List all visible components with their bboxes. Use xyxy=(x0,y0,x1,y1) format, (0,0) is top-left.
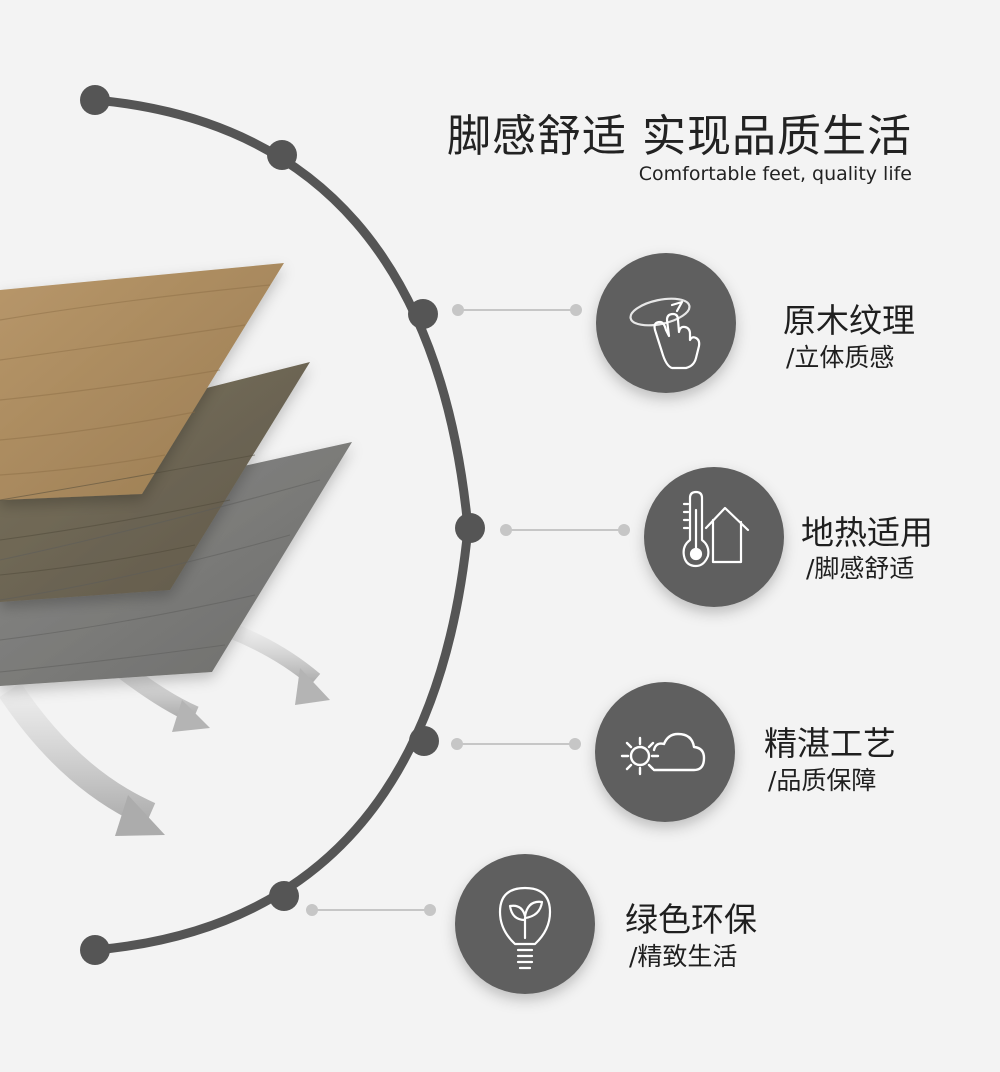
feature-title-2: 地热适用 xyxy=(801,513,933,552)
thermometer-house-icon xyxy=(682,490,750,568)
feature-subtitle-3: /品质保障 xyxy=(768,766,877,795)
gear-cloud-icon xyxy=(620,732,706,776)
page-title: 脚感舒适 实现品质生活 xyxy=(447,111,912,162)
arc-node-4 xyxy=(409,726,439,756)
feature-title-1: 原木纹理 xyxy=(783,301,915,340)
badge-3 xyxy=(595,682,735,822)
arc-node-5 xyxy=(269,881,299,911)
eco-bulb-icon xyxy=(498,886,552,970)
feature-badges xyxy=(455,253,784,994)
arc-nodes xyxy=(80,85,485,965)
arc-node-1 xyxy=(267,140,297,170)
feature-subtitle-2: /脚感舒适 xyxy=(806,554,915,583)
wood-plank-layers xyxy=(0,263,352,686)
arc-node-top xyxy=(80,85,110,115)
feature-subtitle-4: /精致生活 xyxy=(629,942,738,971)
plank-light xyxy=(0,263,284,500)
arc-node-2 xyxy=(408,299,438,329)
feature-title-4: 绿色环保 xyxy=(625,900,757,939)
feature-subtitle-1: /立体质感 xyxy=(786,343,895,372)
page-subtitle: Comfortable feet, quality life xyxy=(638,163,912,185)
feature-title-3: 精湛工艺 xyxy=(764,724,896,763)
arc-node-3 xyxy=(455,513,485,543)
touch-gesture-icon xyxy=(629,297,701,370)
arc-node-bottom xyxy=(80,935,110,965)
connectors xyxy=(306,304,630,916)
